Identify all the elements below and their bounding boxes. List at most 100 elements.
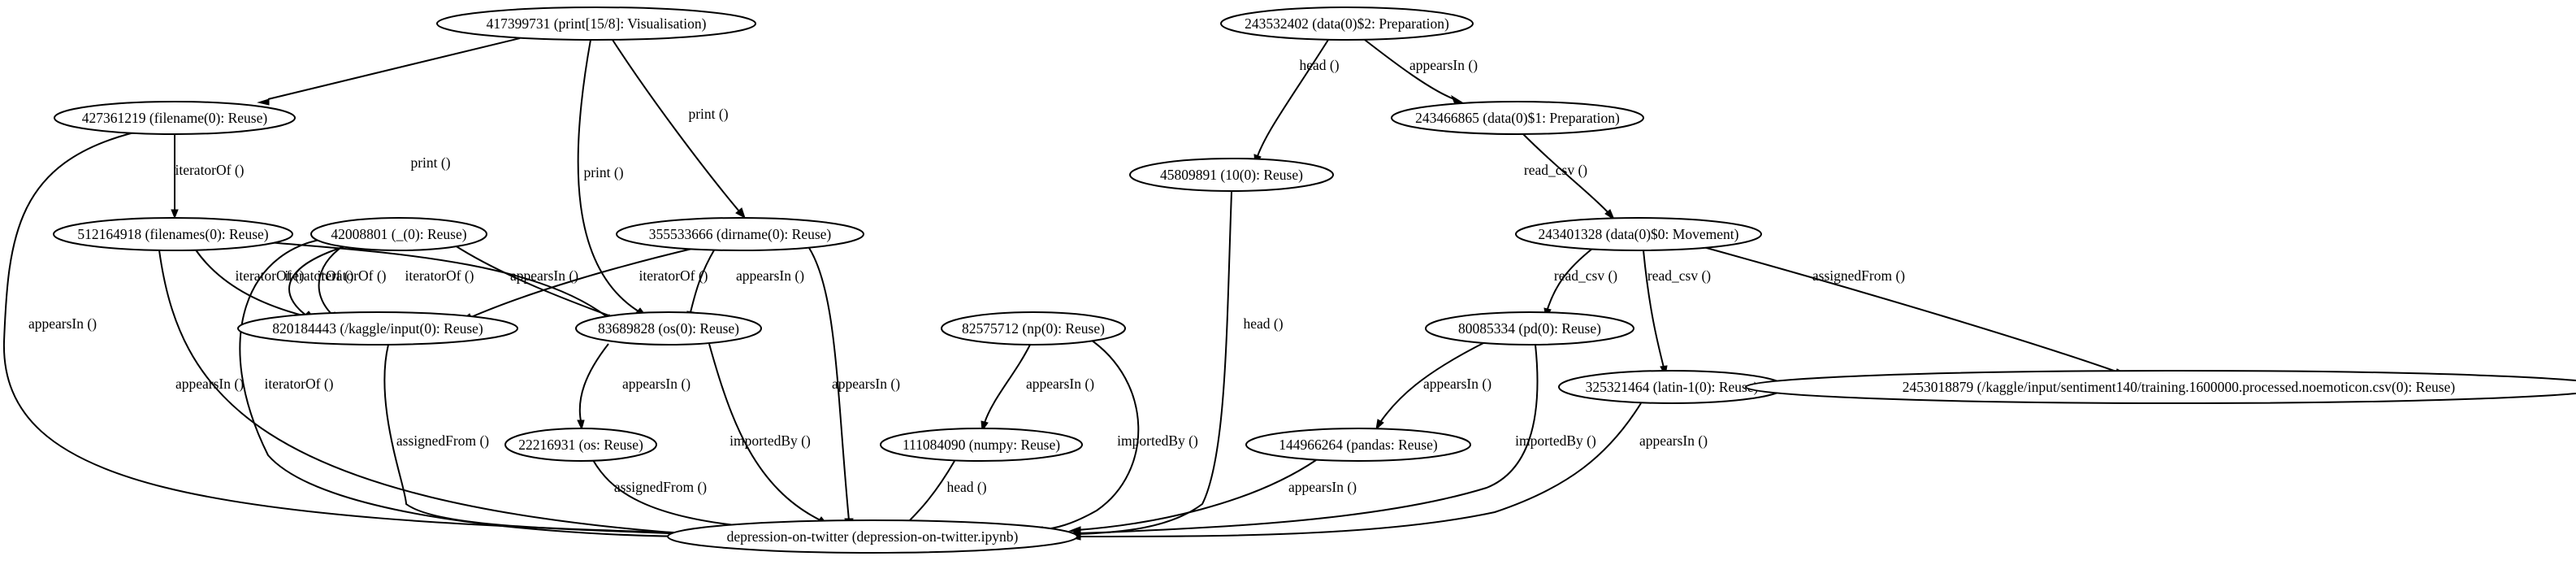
node-ellipse xyxy=(1245,428,1471,462)
node-144966264: 144966264 (pandas: Reuse) xyxy=(1245,428,1471,462)
node-355533666: 355533666 (dirname(0): Reuse) xyxy=(616,217,864,251)
edge-n45809891-to-ndepression: appearsIn () xyxy=(1364,39,1478,105)
node-label: depression-on-twitter (depression-on-twi… xyxy=(727,528,1019,545)
nodes: 417399731 (print[15/8]: Visualisation) 42… xyxy=(53,7,2576,554)
edge-n82575712-to-ndepression: appearsIn () xyxy=(981,344,1094,432)
edge-line xyxy=(690,248,716,313)
node-label: 2453018879 (/kaggle/input/sentiment140/t… xyxy=(1903,379,2456,395)
node-2453018879: 2453018879 (/kaggle/input/sentiment140/t… xyxy=(1745,370,2576,404)
node-ellipse xyxy=(1220,7,1474,41)
node-label: 325321464 (latin-1(0): Reuse) xyxy=(1586,379,1759,395)
edge-line xyxy=(2,132,704,534)
edge-label: read_csv () xyxy=(1647,267,1711,284)
edge-label: assignedFrom () xyxy=(614,479,707,495)
node-ellipse xyxy=(53,217,293,251)
edge-n417399731-to-n427361219: print () xyxy=(257,37,521,171)
node-ellipse xyxy=(616,217,864,251)
edge-n427361219-to-n512164918: iteratorOf () xyxy=(171,134,245,219)
node-label: 243532402 (data(0)$2: Preparation) xyxy=(1245,15,1449,32)
edge-line xyxy=(1364,39,1455,100)
edge-line xyxy=(1076,191,1232,535)
edge-n355533666-to-ndepression: appearsIn () xyxy=(686,248,804,323)
edge-arrowhead xyxy=(1604,209,1616,221)
edge-line xyxy=(288,243,354,318)
edge-line xyxy=(1522,133,1609,214)
node-label: 820184443 (/kaggle/input(0): Reuse) xyxy=(272,320,483,337)
edge-line xyxy=(1076,402,1642,537)
edge-label: appearsIn () xyxy=(832,376,900,392)
edge-label: print () xyxy=(583,164,623,180)
edge-n243532402-to-n243466865: head () xyxy=(1253,39,1340,166)
edge-line xyxy=(1697,245,2119,373)
edge-arrowhead xyxy=(171,209,179,219)
node-ellipse xyxy=(436,7,756,41)
node-45809891: 45809891 (10(0): Reuse) xyxy=(1129,158,1334,192)
node-ellipse xyxy=(1745,370,2576,404)
node-ellipse xyxy=(310,217,487,251)
edge-line xyxy=(577,39,639,312)
node-ellipse xyxy=(1391,101,1644,135)
edge-line xyxy=(267,37,521,100)
node-80085334: 80085334 (pd(0): Reuse) xyxy=(1425,311,1634,346)
edge-n2453018879-to-ndepression: appearsIn () xyxy=(1068,402,1708,541)
edge-n83689828-to-ndepression: appearsIn () xyxy=(577,343,691,431)
edge-arrowhead xyxy=(735,207,746,219)
edge-arrowhead xyxy=(1375,419,1384,431)
edge-label: importedBy () xyxy=(730,432,811,449)
edge-line xyxy=(454,245,618,319)
node-ellipse xyxy=(941,311,1126,346)
edge-line xyxy=(578,343,609,422)
edge-line xyxy=(267,241,610,319)
node-ellipse xyxy=(237,311,518,346)
node-512164918: 512164918 (filenames(0): Reuse) xyxy=(53,217,293,251)
edge-label: head () xyxy=(946,479,986,495)
node-820184443: 820184443 (/kaggle/input(0): Reuse) xyxy=(237,311,518,346)
edge-arrowhead xyxy=(257,98,270,106)
node-243401328: 243401328 (data(0)$0: Movement) xyxy=(1515,217,1762,251)
edge-label: appearsIn () xyxy=(1423,376,1491,392)
node-ellipse xyxy=(1425,311,1634,346)
edge-label: appearsIn () xyxy=(175,376,244,392)
edge-line xyxy=(808,247,850,521)
node-ellipse xyxy=(1129,158,1334,192)
node-label: 45809891 (10(0): Reuse) xyxy=(1160,167,1303,183)
edge-line xyxy=(1643,250,1665,368)
edge-label: appearsIn () xyxy=(1026,376,1094,392)
node-42008801: 42008801 (_(0): Reuse) xyxy=(310,217,487,251)
edge-line xyxy=(158,250,704,536)
edge-line xyxy=(383,344,704,536)
edge-n42008801-to-n83689828: iteratorOf () xyxy=(317,241,387,320)
edge-n42008801-to-n820184443: iteratorOf () xyxy=(284,243,354,320)
edge-line xyxy=(1039,337,1140,531)
node-ellipse xyxy=(1515,217,1762,251)
edge-label: iteratorOf () xyxy=(175,162,244,178)
edge-label: appearsIn () xyxy=(622,376,691,392)
node-label: 83689828 (os(0): Reuse) xyxy=(598,320,739,337)
edge-n820184443-to-ndepression: appearsIn () xyxy=(808,247,900,530)
node-label: 82575712 (np(0): Reuse) xyxy=(962,320,1105,337)
node-depression: depression-on-twitter (depression-on-twi… xyxy=(667,519,1078,554)
edge-line xyxy=(1380,341,1487,422)
edge-label: read_csv () xyxy=(1554,267,1617,284)
node-label: 417399731 (print[15/8]: Visualisation) xyxy=(487,15,707,32)
edge-line xyxy=(1076,344,1539,534)
edge-label: iteratorOf () xyxy=(284,267,353,284)
edge-label: appearsIn () xyxy=(1288,479,1357,495)
edge-label: assignedFrom () xyxy=(1812,267,1905,284)
edge-n325321464-to-ndepression: appearsIn () xyxy=(1068,459,1357,534)
edge-n80085334-to-ndepression: appearsIn () xyxy=(1375,341,1491,431)
edge-line xyxy=(984,344,1031,424)
edge-label: appearsIn () xyxy=(1409,57,1478,73)
edge-n22216931-to-ndepression: importedBy () xyxy=(708,343,829,525)
edge-line xyxy=(470,246,699,318)
node-ellipse xyxy=(575,311,762,346)
node-111084090: 111084090 (numpy: Reuse) xyxy=(880,428,1083,462)
node-83689828: 83689828 (os(0): Reuse) xyxy=(575,311,762,346)
node-243532402: 243532402 (data(0)$2: Preparation) xyxy=(1220,7,1474,41)
node-label: 243401328 (data(0)$0: Movement) xyxy=(1539,226,1739,242)
edge-label: iteratorOf () xyxy=(235,267,304,284)
edge-label: read_csv () xyxy=(1524,162,1587,178)
edge-arrowhead xyxy=(1068,526,1081,534)
node-label: 512164918 (filenames(0): Reuse) xyxy=(77,226,268,242)
